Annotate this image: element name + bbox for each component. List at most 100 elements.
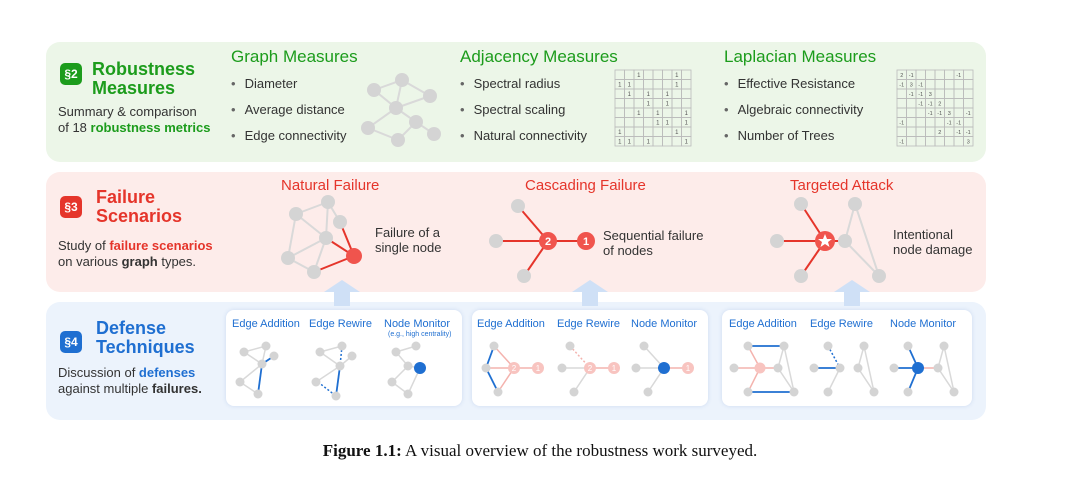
monitored-node	[912, 362, 924, 374]
matrix-value: 1	[685, 111, 689, 117]
matrix-cell	[633, 88, 644, 99]
robustness-title: Robustness Measures	[92, 60, 195, 98]
node-monitor-label: Node Monitor	[384, 318, 451, 330]
matrix-value: 1	[675, 130, 679, 136]
matrix-cell	[963, 88, 974, 99]
cascade-node-1	[577, 232, 595, 250]
matrix-cell	[906, 126, 917, 137]
matrix-cell	[906, 107, 917, 118]
matrix-value: -1	[918, 82, 923, 88]
node-label: 1	[612, 364, 617, 373]
matrix-cell	[624, 117, 635, 128]
edge-rewire-graph	[311, 341, 357, 401]
matrix-cell	[681, 88, 692, 99]
matrix-value: -1	[966, 111, 971, 117]
list-item: Spectral radius	[460, 71, 587, 97]
matrix-cell	[915, 69, 926, 80]
failures-highlight: failures.	[151, 381, 202, 396]
matrix-cell	[671, 117, 682, 128]
matrix-cell	[681, 69, 692, 80]
matrix-cell	[633, 98, 644, 109]
matrix-cell	[963, 136, 974, 147]
matrix-cell	[643, 117, 654, 128]
matrix-cell	[681, 98, 692, 109]
matrix-value: 3	[910, 82, 913, 88]
matrix-cell	[953, 98, 964, 109]
list-item: Average distance	[231, 97, 346, 123]
defense-title-line2: Techniques	[96, 337, 195, 357]
cascading-failure-desc: Sequential failure of nodes	[603, 228, 704, 258]
matrix-value: -1	[899, 120, 904, 126]
edge-addition-label: Edge Addition	[232, 318, 300, 330]
defense-title-line1: Defense	[96, 318, 167, 338]
matrix-cell	[643, 79, 654, 90]
matrix-cell	[624, 69, 635, 80]
monitored-node	[414, 362, 426, 374]
matrix-cell	[953, 136, 964, 147]
matrix-cell	[671, 136, 682, 147]
matrix-cell	[915, 126, 926, 137]
matrix-value: 1	[656, 120, 660, 126]
matrix-value: -1	[899, 82, 904, 88]
natural-failure-desc: Failure of a single node	[375, 225, 442, 255]
matrix-cell	[652, 88, 663, 99]
list-item: Algebraic connectivity	[724, 97, 864, 123]
matrix-value: 1	[637, 111, 641, 117]
edge-rewire-label: Edge Rewire	[309, 318, 372, 330]
matrix-cell	[944, 98, 955, 109]
arrow-up-icon	[572, 280, 608, 306]
node-label: 1	[686, 364, 691, 373]
laplacian-measures-list: Effective Resistance Algebraic connectiv…	[724, 71, 864, 149]
matrix-cell	[614, 107, 625, 118]
section-3-badge: §3	[60, 196, 82, 218]
failure-title-line1: Failure	[96, 187, 156, 207]
matrix-value: 1	[618, 130, 622, 136]
matrix-cell	[681, 79, 692, 90]
matrix-cell	[906, 98, 917, 109]
matrix-cell	[925, 126, 936, 137]
node-label: 2	[588, 364, 593, 373]
matrix-cell	[934, 69, 945, 80]
matrix-cell	[614, 98, 625, 109]
section-4-badge: §4	[60, 331, 82, 353]
matrix-cell	[925, 69, 936, 80]
matrix-value: 1	[666, 120, 670, 126]
cascade-node-1-label: 1	[583, 236, 589, 248]
matrix-value: 1	[656, 111, 660, 117]
matrix-cell	[624, 98, 635, 109]
matrix-value: -1	[909, 92, 914, 98]
matrix-cell	[633, 79, 644, 90]
node-monitor-label: Node Monitor	[631, 318, 698, 330]
matrix-cell	[633, 117, 644, 128]
matrix-value: 1	[647, 139, 651, 145]
matrix-cell	[963, 69, 974, 80]
matrix-value: 2	[938, 130, 941, 136]
matrix-cell	[652, 69, 663, 80]
targeted-edge-rewire-graph	[809, 341, 879, 397]
graph-measures-title: Graph Measures	[231, 47, 358, 66]
matrix-cell	[662, 79, 673, 90]
node-label: 2	[512, 364, 517, 373]
matrix-value: -1	[928, 111, 933, 117]
matrix-value: 1	[685, 120, 689, 126]
robustness-title-line1: Robustness	[92, 59, 196, 79]
laplacian-measures-title: Laplacian Measures	[724, 47, 877, 66]
robustness-title-line2: Measures	[92, 78, 176, 98]
matrix-cell	[944, 126, 955, 137]
targeted-attack-title: Targeted Attack	[790, 177, 894, 194]
matrix-value: 1	[637, 73, 641, 79]
matrix-cell	[652, 126, 663, 137]
matrix-cell	[963, 117, 974, 128]
matrix-value: 1	[628, 92, 632, 98]
matrix-cell	[925, 136, 936, 147]
matrix-cell	[896, 126, 907, 137]
matrix-cell	[633, 126, 644, 137]
failure-title-line2: Scenarios	[96, 206, 183, 226]
defense-panel-natural	[226, 310, 462, 406]
matrix-cell	[963, 79, 974, 90]
star-icon	[818, 234, 832, 247]
failure-scenarios-highlight: failure scenarios	[109, 238, 213, 253]
matrix-value: 1	[628, 139, 632, 145]
cascading-failure-title: Cascading Failure	[525, 177, 646, 194]
matrix-cell	[662, 136, 673, 147]
